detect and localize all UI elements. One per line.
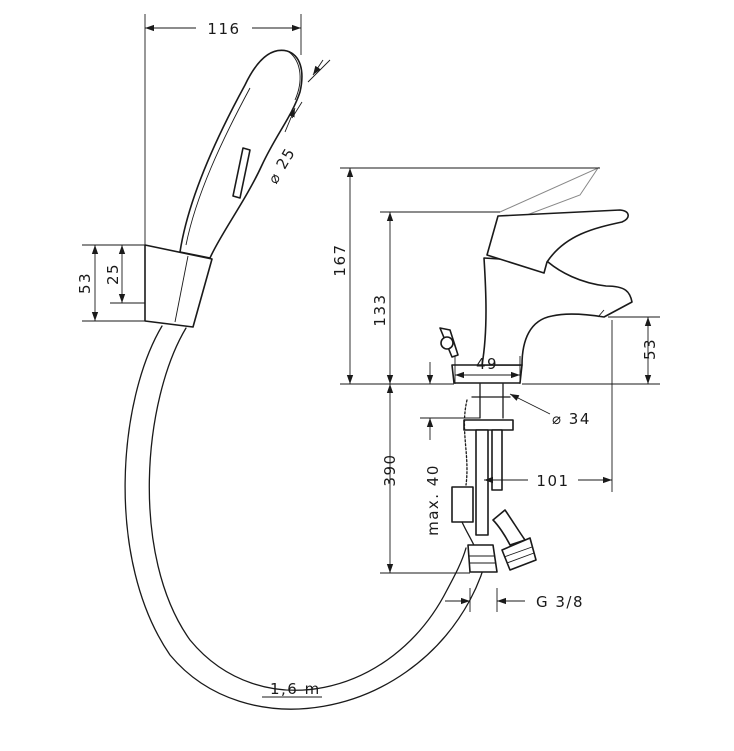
dim-height-133: 133: [371, 293, 389, 326]
dim-length-390: 390: [381, 453, 399, 486]
dim-max-40: max. 40: [424, 464, 442, 536]
hand-shower: [179, 49, 303, 259]
dim-spout-53: 53: [641, 338, 659, 360]
dim-thread-g38: G 3/8: [536, 593, 584, 611]
dim-diameter-34: ⌀ 34: [552, 410, 591, 428]
dimension-labels: 116 ⌀ 25 53 25 167 133 53 49 ⌀ 34 390 ma…: [76, 17, 659, 698]
shower-holder: [144, 244, 213, 328]
dim-reach-101: 101: [536, 472, 569, 490]
dim-holder-53: 53: [76, 272, 94, 294]
faucet: [439, 166, 633, 573]
shower-button: [232, 147, 251, 199]
dim-hose-length: 1,6 m: [270, 680, 321, 698]
dim-holder-25: 25: [104, 263, 122, 285]
dim-height-167: 167: [331, 243, 349, 276]
dim-width-116: 116: [207, 20, 240, 38]
dim-base-49: 49: [476, 355, 498, 373]
dimension-lines: [82, 14, 660, 698]
